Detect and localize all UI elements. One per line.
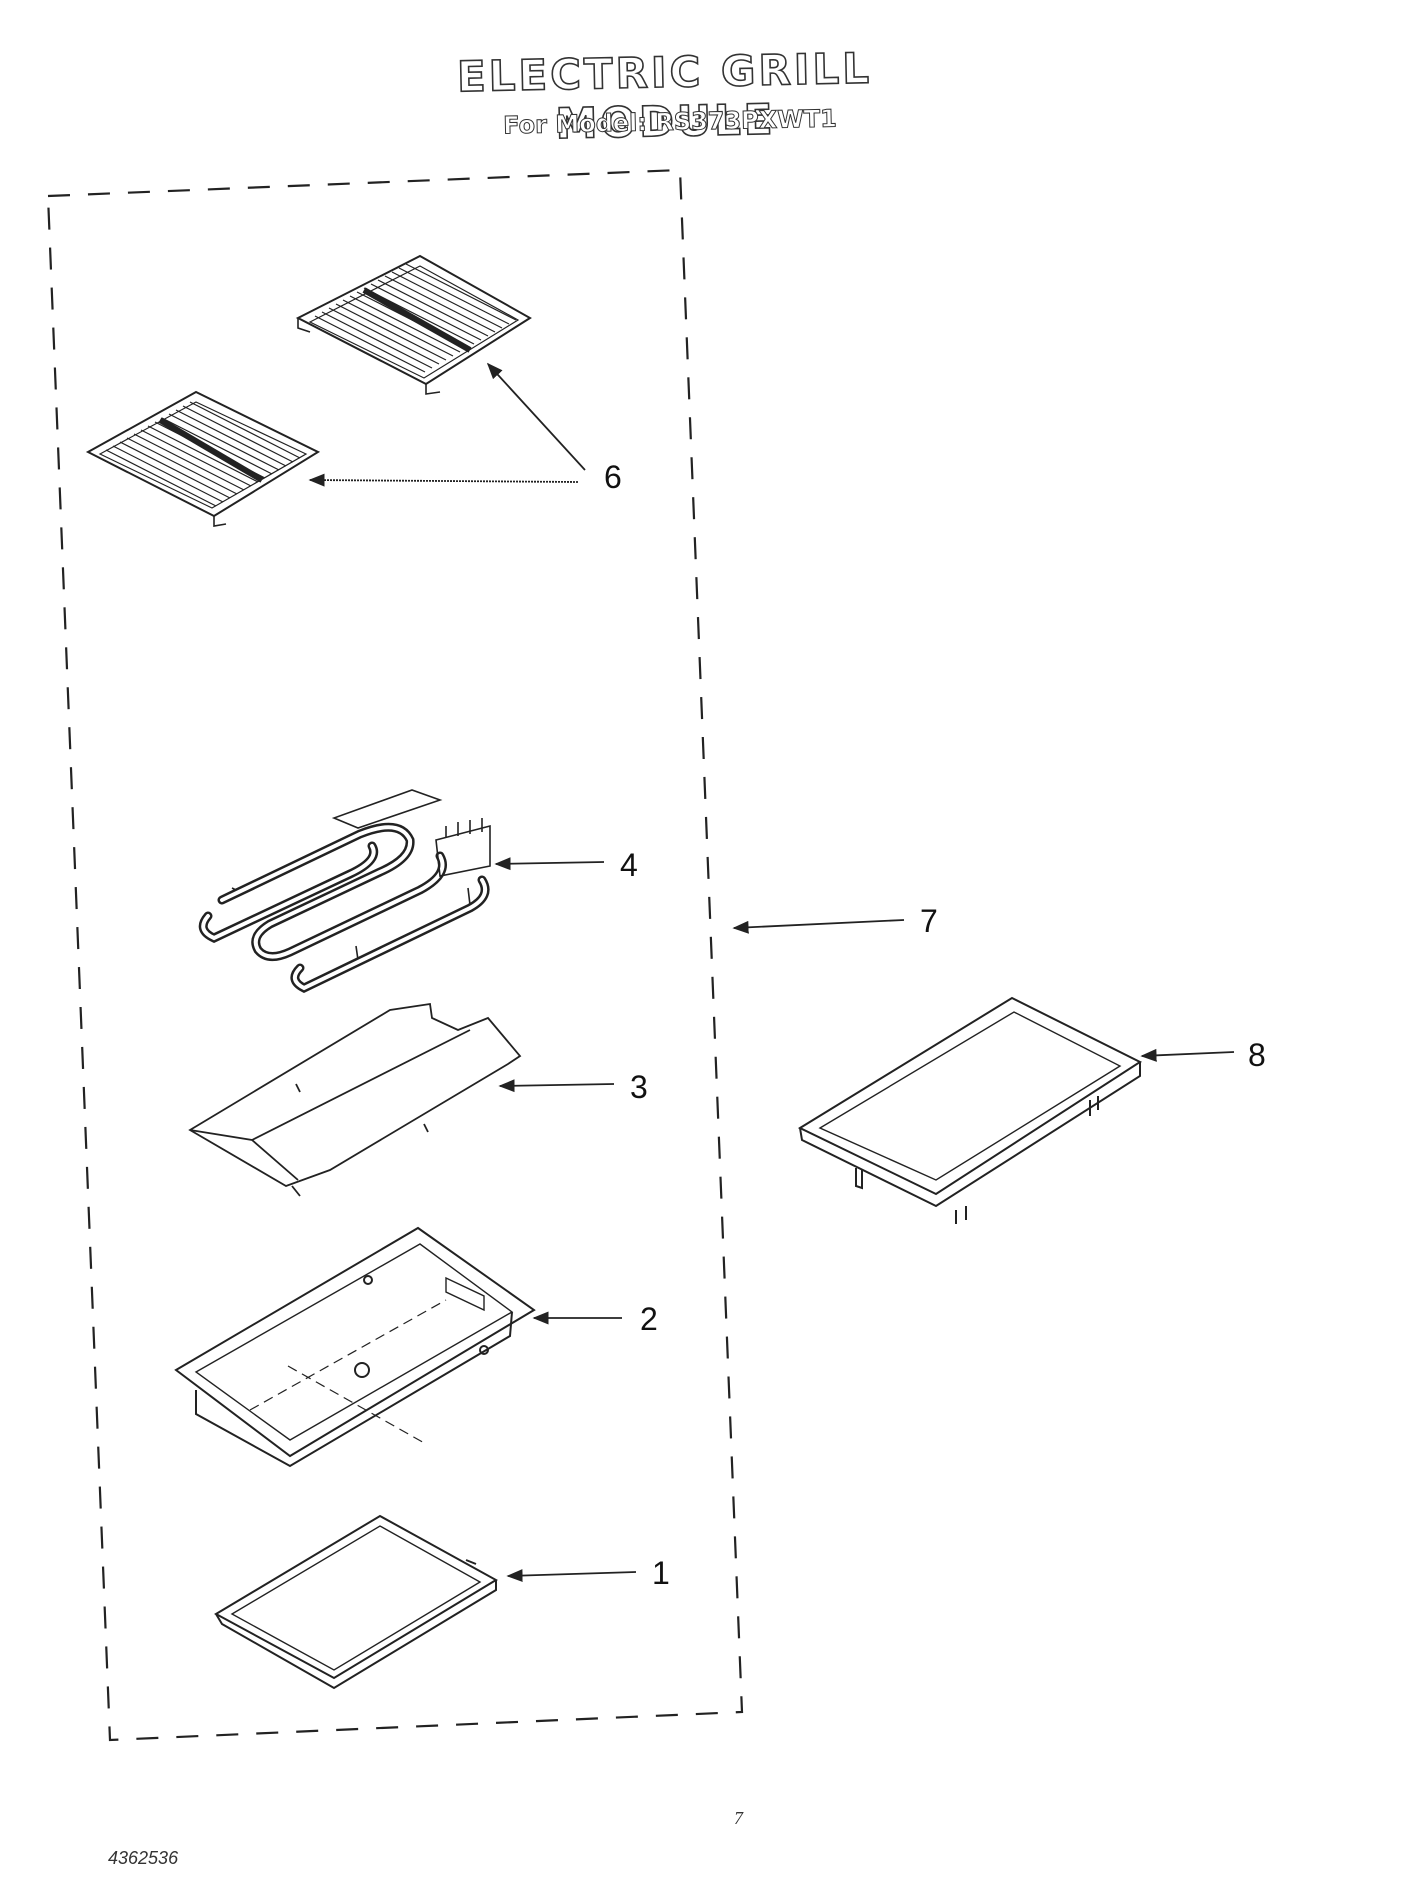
callout-3: 3 [630, 1069, 648, 1105]
callout-2: 2 [640, 1301, 658, 1337]
leader-lines [308, 362, 1235, 1583]
page-mark: 7 [734, 1808, 743, 1828]
callout-6: 6 [604, 459, 622, 495]
callout-7: 7 [920, 903, 938, 939]
callout-1: 1 [652, 1555, 670, 1591]
broiler-tray [213, 1514, 498, 1690]
assembly-boundary [46, 168, 744, 1742]
grill-insert-tray [797, 996, 1143, 1224]
grill-grate-lower [85, 390, 321, 527]
callout-8: 8 [1248, 1037, 1266, 1073]
reflector-cover [188, 1002, 522, 1197]
drip-pan [174, 1226, 536, 1468]
callout-4: 4 [620, 847, 638, 883]
grill-grate-upper [295, 254, 532, 395]
document-number: 4362536 [108, 1848, 179, 1868]
heating-element [198, 789, 491, 994]
